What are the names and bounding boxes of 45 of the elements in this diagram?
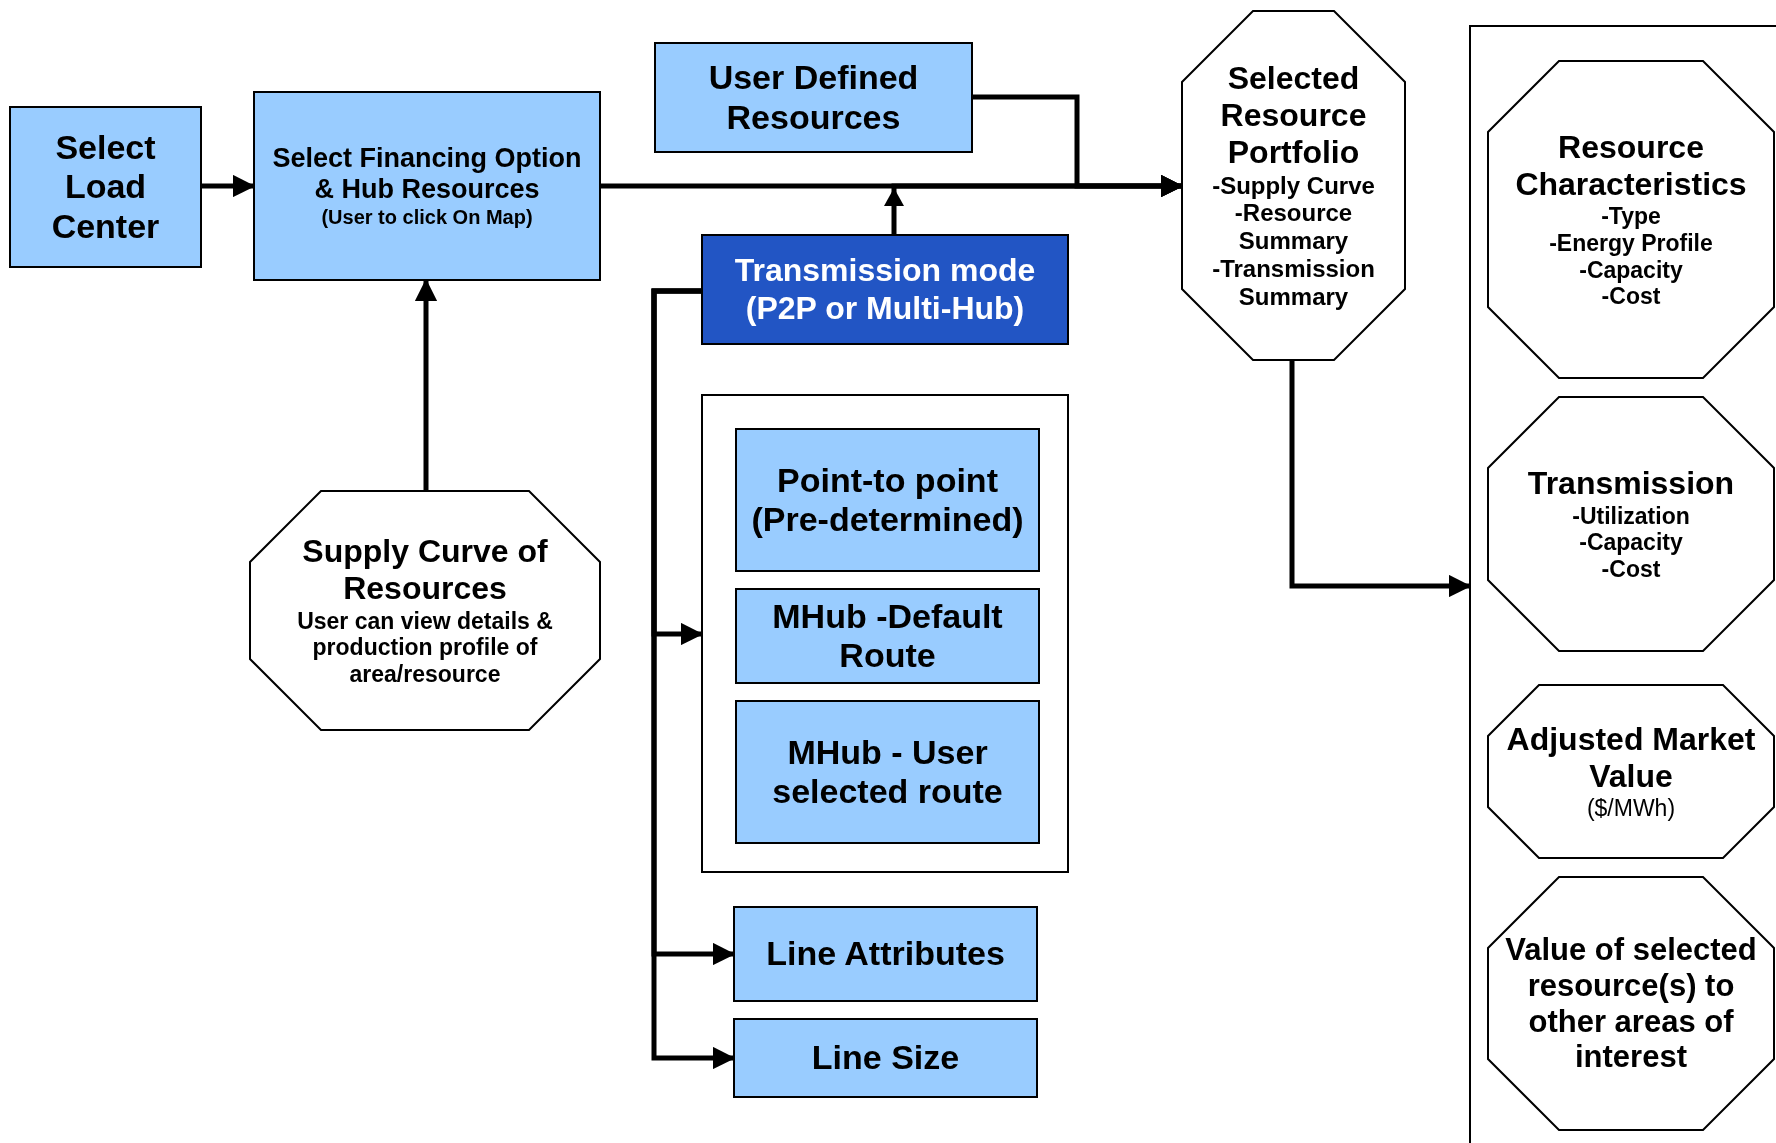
node-detail: -Resource Summary (1233, 199, 1354, 256)
process-box (733, 1018, 1038, 1098)
octagon-node (1487, 684, 1775, 859)
node-detail: -Supply Curve (1212, 171, 1375, 200)
node-detail: -Cost (1601, 555, 1661, 583)
node-detail: -Transmission Summary (1211, 255, 1376, 311)
group-frame (1469, 25, 1776, 1143)
mode-box (701, 234, 1069, 345)
node-title: Selected Resource Portfolio (1219, 60, 1368, 172)
octagon-node (249, 490, 601, 731)
process-box (9, 106, 202, 268)
node-detail: (User to click On Map) (321, 205, 533, 229)
node-title: User Defined Resources (707, 58, 920, 137)
process-box (735, 588, 1040, 684)
node-title: MHub -Default Route (771, 596, 1004, 676)
node-title: MHub - User selected route (771, 732, 1004, 812)
process-box (253, 91, 601, 281)
node-detail: -Capacity (1579, 256, 1683, 284)
node-title: Supply Curve of Resources (301, 533, 549, 608)
node-title: Value of selected resource(s) to other areas of interest (1504, 931, 1758, 1076)
node-title: Select Load Center (50, 127, 161, 247)
process-box (654, 42, 973, 153)
process-box (735, 700, 1040, 844)
node-detail: -Energy Profile (1549, 229, 1713, 257)
octagon-node (1487, 60, 1775, 379)
process-box (733, 906, 1038, 1002)
node-title: Resource Characteristics (1514, 129, 1748, 204)
node-detail: User can view details & production profile of area/resource (296, 607, 554, 688)
octagon-node (1181, 10, 1406, 361)
node-detail: -Type (1601, 203, 1661, 230)
node-detail: -Utilization (1572, 502, 1690, 530)
node-title: Transmission (1527, 465, 1735, 503)
octagon-node (1487, 396, 1775, 652)
node-title: Select Financing Option & Hub Resources (271, 143, 583, 206)
node-title: Line Attributes (766, 934, 1005, 974)
node-detail: -Cost (1601, 283, 1661, 310)
process-box (735, 428, 1040, 572)
node-title: Point-to point (Pre-determined) (750, 460, 1025, 540)
octagon-node (1487, 876, 1775, 1131)
node-detail: ($/MWh) (1586, 795, 1676, 822)
node-title: Line Size (811, 1038, 960, 1078)
group-frame (701, 394, 1069, 873)
node-title: Transmission mode (P2P or Multi-Hub) (733, 252, 1037, 327)
node-title: Adjusted Market Value (1505, 721, 1757, 796)
node-detail: -Capacity (1579, 529, 1683, 556)
